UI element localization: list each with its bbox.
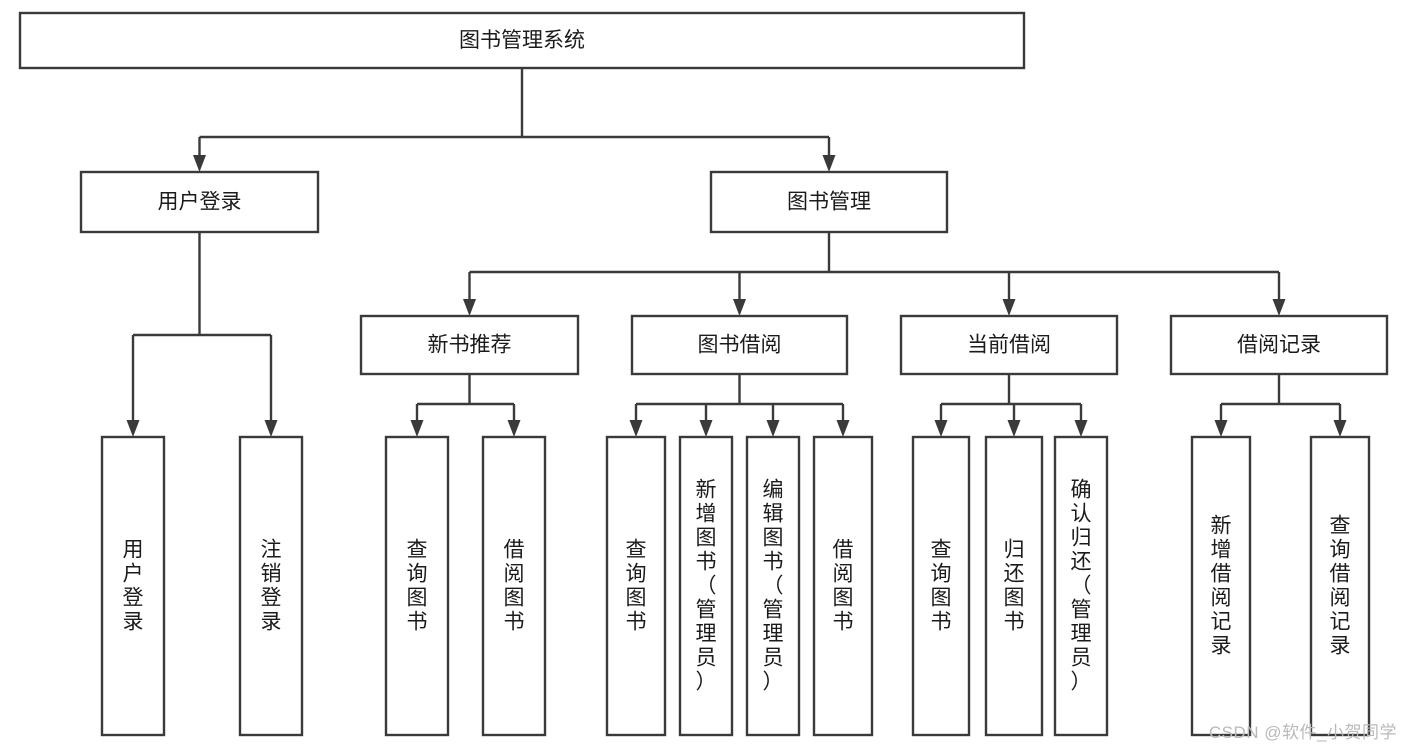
- arrow-head-icon: [733, 299, 746, 316]
- connector-group: [1214, 374, 1347, 437]
- arrow-head-icon: [410, 420, 424, 437]
- node-label: 编辑图书（管理员）: [763, 479, 784, 694]
- arrow-head-icon: [836, 420, 850, 437]
- node-label: 注销登录: [261, 539, 282, 634]
- connector-group: [193, 68, 836, 172]
- node-label: 图书管理: [787, 191, 871, 214]
- arrow-head-icon: [1333, 420, 1347, 437]
- node-box[interactable]: [630, 314, 849, 376]
- node-l2_1[interactable]: 图书管理: [709, 170, 949, 234]
- node-label: 新增借阅记录: [1211, 515, 1232, 658]
- node-label: 借阅图书: [504, 539, 525, 634]
- node-label: 归还图书: [1004, 539, 1025, 634]
- node-box[interactable]: [605, 435, 667, 737]
- arrow-head-icon: [193, 155, 206, 172]
- node-box[interactable]: [1309, 435, 1371, 737]
- node-label: 新增图书（管理员）: [696, 479, 717, 694]
- node-label: 图书管理系统: [459, 29, 585, 52]
- node-leaf_0[interactable]: 用户登录: [100, 435, 166, 737]
- connector-layer: [126, 68, 1347, 437]
- node-box[interactable]: [18, 11, 1026, 70]
- node-box[interactable]: [1053, 435, 1109, 737]
- node-leaf_3[interactable]: 借阅图书: [481, 435, 547, 737]
- node-leaf_9[interactable]: 归还图书: [984, 435, 1044, 737]
- arrow-head-icon: [507, 420, 521, 437]
- node-leaf_8[interactable]: 查询图书: [911, 435, 971, 737]
- arrow-head-icon: [1272, 299, 1286, 316]
- node-box[interactable]: [899, 314, 1119, 376]
- node-box[interactable]: [481, 435, 547, 737]
- node-label: 确认归还（管理员）: [1071, 479, 1092, 694]
- node-label: 查询借阅记录: [1330, 515, 1351, 658]
- arrow-head-icon: [126, 420, 140, 437]
- connector-group: [629, 374, 850, 437]
- node-layer: 图书管理系统用户登录图书管理新书推荐图书借阅当前借阅借阅记录用户登录注销登录查询…: [18, 11, 1389, 737]
- node-box[interactable]: [359, 314, 580, 376]
- node-l3_0[interactable]: 新书推荐: [359, 314, 580, 376]
- connector-group: [934, 374, 1088, 437]
- csdn-watermark: CSDN @软件_小贺同学: [1208, 723, 1397, 742]
- node-leaf_11[interactable]: 新增借阅记录: [1190, 435, 1252, 737]
- node-box[interactable]: [812, 435, 874, 737]
- node-label: 图书借阅: [698, 334, 782, 357]
- node-label: 查询图书: [931, 539, 952, 634]
- node-label: 查询图书: [626, 539, 647, 634]
- arrow-head-icon: [1074, 420, 1088, 437]
- node-label: 当前借阅: [967, 334, 1051, 357]
- arrow-head-icon: [1214, 420, 1228, 437]
- node-leaf_2[interactable]: 查询图书: [384, 435, 450, 737]
- arrow-head-icon: [463, 299, 476, 316]
- node-box[interactable]: [384, 435, 450, 737]
- node-l3_2[interactable]: 当前借阅: [899, 314, 1119, 376]
- node-l3_3[interactable]: 借阅记录: [1169, 314, 1389, 376]
- node-box[interactable]: [678, 435, 734, 737]
- node-box[interactable]: [79, 170, 320, 234]
- node-root[interactable]: 图书管理系统: [18, 11, 1026, 70]
- node-box[interactable]: [709, 170, 949, 234]
- node-box[interactable]: [745, 435, 801, 737]
- node-box[interactable]: [100, 435, 166, 737]
- node-label: 查询图书: [407, 539, 428, 634]
- node-box[interactable]: [1190, 435, 1252, 737]
- node-leaf_6[interactable]: 编辑图书（管理员）: [745, 435, 801, 737]
- node-label: 借阅记录: [1237, 334, 1321, 357]
- arrow-head-icon: [699, 420, 713, 437]
- connector-group: [126, 232, 278, 437]
- node-l2_0[interactable]: 用户登录: [79, 170, 320, 234]
- node-label: 用户登录: [123, 539, 144, 634]
- arrow-head-icon: [629, 420, 643, 437]
- node-label: 新书推荐: [428, 334, 512, 357]
- node-l3_1[interactable]: 图书借阅: [630, 314, 849, 376]
- node-leaf_5[interactable]: 新增图书（管理员）: [678, 435, 734, 737]
- node-label: 借阅图书: [833, 539, 854, 634]
- node-leaf_10[interactable]: 确认归还（管理员）: [1053, 435, 1109, 737]
- node-box[interactable]: [1169, 314, 1389, 376]
- arrow-head-icon: [264, 420, 278, 437]
- arrow-head-icon: [822, 155, 836, 172]
- arrow-head-icon: [1007, 420, 1021, 437]
- node-leaf_7[interactable]: 借阅图书: [812, 435, 874, 737]
- node-box[interactable]: [238, 435, 304, 737]
- node-box[interactable]: [984, 435, 1044, 737]
- node-box[interactable]: [911, 435, 971, 737]
- node-label: 用户登录: [158, 191, 242, 214]
- connector-group: [410, 374, 521, 437]
- node-leaf_12[interactable]: 查询借阅记录: [1309, 435, 1371, 737]
- arrow-head-icon: [1002, 299, 1016, 316]
- connector-group: [463, 232, 1286, 316]
- arrow-head-icon: [766, 420, 780, 437]
- node-leaf_1[interactable]: 注销登录: [238, 435, 304, 737]
- arrow-head-icon: [934, 420, 948, 437]
- node-leaf_4[interactable]: 查询图书: [605, 435, 667, 737]
